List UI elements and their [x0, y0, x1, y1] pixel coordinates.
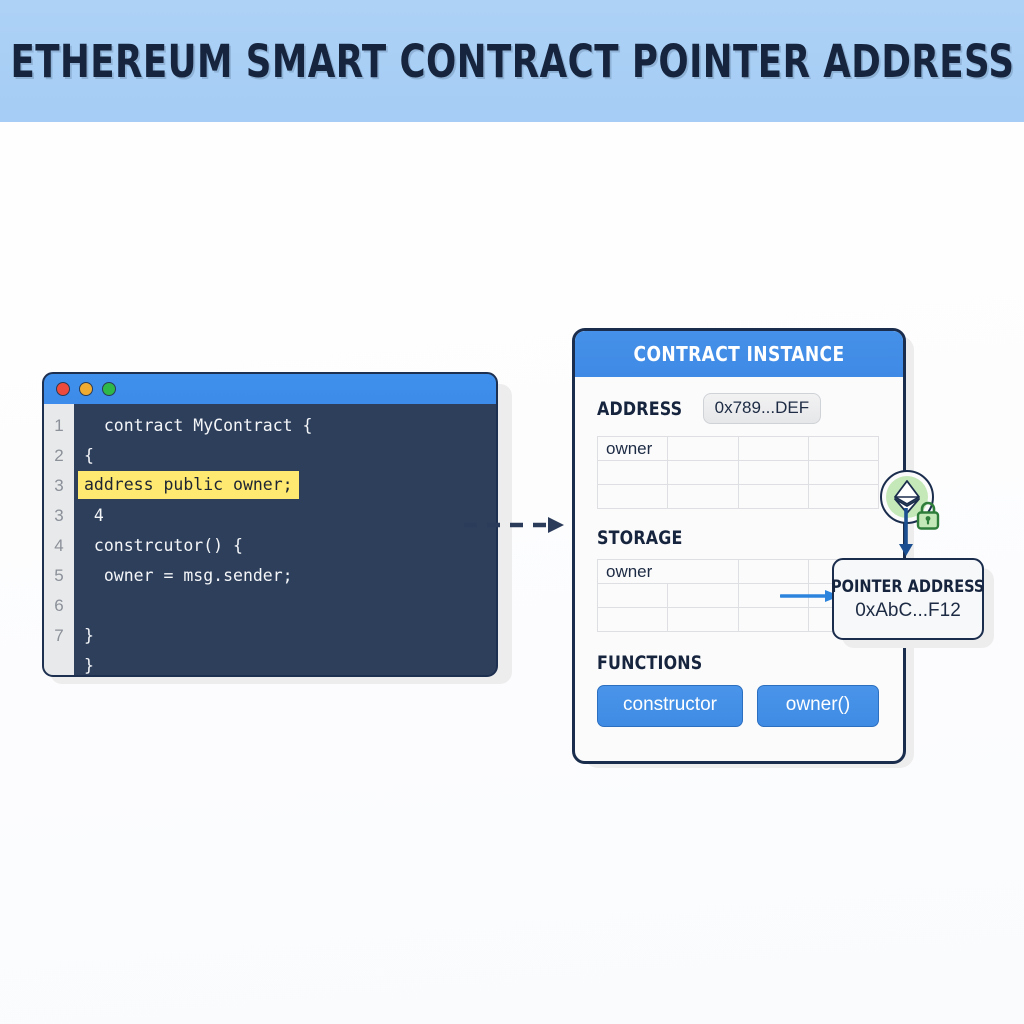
table-cell[interactable]: [667, 436, 739, 461]
line-number: 1: [54, 416, 64, 435]
table-cell[interactable]: [737, 460, 809, 485]
pointer-address-value: 0xAbC...F12: [855, 599, 961, 621]
line-number: 4: [54, 536, 64, 555]
code-line: constrcutor() {: [84, 536, 243, 555]
line-number: 3: [54, 476, 64, 495]
pointer-address-title: POINTER ADDRESS: [831, 576, 985, 597]
panel-header: CONTRACT INSTANCE: [575, 331, 903, 377]
functions-label: FUNCTIONS: [597, 652, 703, 674]
code-editor-window: 1 2 3 3 4 5 6 7 contract MyContract { { …: [42, 372, 498, 677]
lock-icon: [916, 501, 940, 530]
downward-flow-arrow-icon: [899, 508, 913, 556]
function-button-owner[interactable]: owner(): [757, 685, 879, 727]
code-area[interactable]: contract MyContract { { address public o…: [74, 404, 496, 675]
editor-titlebar[interactable]: [44, 374, 496, 404]
line-number: 7: [54, 626, 64, 645]
contract-instance-panel: CONTRACT INSTANCE ADDRESS 0x789...DEF ow…: [572, 328, 906, 764]
line-number: 5: [54, 566, 64, 585]
table-cell[interactable]: [596, 583, 669, 608]
panel-body: ADDRESS 0x789...DEF owner: [575, 377, 903, 727]
table-cell[interactable]: [667, 484, 739, 509]
code-line: 4: [84, 506, 104, 525]
code-line: }: [84, 656, 94, 675]
address-table-wrap: owner: [596, 436, 881, 509]
close-dot[interactable]: [56, 382, 70, 396]
minimize-dot[interactable]: [79, 382, 93, 396]
address-row: ADDRESS 0x789...DEF: [597, 393, 881, 424]
line-number-gutter: 1 2 3 3 4 5 6 7: [44, 404, 74, 675]
function-button-constructor[interactable]: constructor: [597, 685, 743, 727]
table-cell[interactable]: [667, 583, 739, 608]
table-row: [596, 607, 880, 632]
line-number: 2: [54, 446, 64, 465]
dashed-flow-arrow-icon: [464, 517, 564, 533]
table-cell[interactable]: [737, 436, 809, 461]
code-line: [74, 591, 496, 621]
table-row: [596, 460, 880, 485]
page-title: ETHEREUM SMART CONTRACT POINTER ADDRESS: [10, 34, 1014, 88]
code-line-highlighted-wrap: address public owner;: [74, 471, 496, 501]
functions-row: constructor owner(): [597, 685, 881, 727]
panel-header-title: CONTRACT INSTANCE: [633, 342, 845, 366]
pointer-address-callout: POINTER ADDRESS 0xAbC...F12: [831, 558, 985, 640]
table-cell[interactable]: [596, 484, 669, 509]
ethereum-diamond-icon: [894, 480, 920, 514]
table-cell[interactable]: [667, 460, 739, 485]
code-line-highlighted: address public owner;: [78, 471, 299, 499]
maximize-dot[interactable]: [102, 382, 116, 396]
code-line: contract MyContract {: [84, 416, 313, 435]
table-cell[interactable]: [737, 484, 809, 509]
table-cell[interactable]: owner: [596, 436, 669, 461]
code-line: owner = msg.sender;: [84, 566, 293, 585]
table-cell[interactable]: [596, 607, 669, 632]
table-cell[interactable]: [807, 484, 880, 509]
table-cell[interactable]: [667, 607, 739, 632]
code-line: }: [84, 626, 94, 645]
line-number: 6: [54, 596, 64, 615]
address-value-badge[interactable]: 0x789...DEF: [702, 393, 822, 424]
table-cell[interactable]: [596, 460, 669, 485]
editor-body: 1 2 3 3 4 5 6 7 contract MyContract { { …: [44, 404, 496, 675]
table-row: [596, 484, 880, 509]
address-label: ADDRESS: [597, 397, 683, 420]
storage-label: STORAGE: [597, 527, 683, 549]
table-cell[interactable]: [807, 460, 880, 485]
table-cell[interactable]: [737, 607, 809, 632]
table-cell[interactable]: [737, 559, 809, 584]
line-number: 3: [54, 506, 64, 525]
table-cell[interactable]: [807, 436, 880, 461]
table-row: owner: [596, 436, 880, 461]
header-banner: ETHEREUM SMART CONTRACT POINTER ADDRESS: [0, 0, 1024, 122]
address-storage-grid[interactable]: owner: [596, 436, 880, 509]
table-cell[interactable]: owner: [597, 559, 739, 584]
code-line: {: [84, 446, 94, 465]
